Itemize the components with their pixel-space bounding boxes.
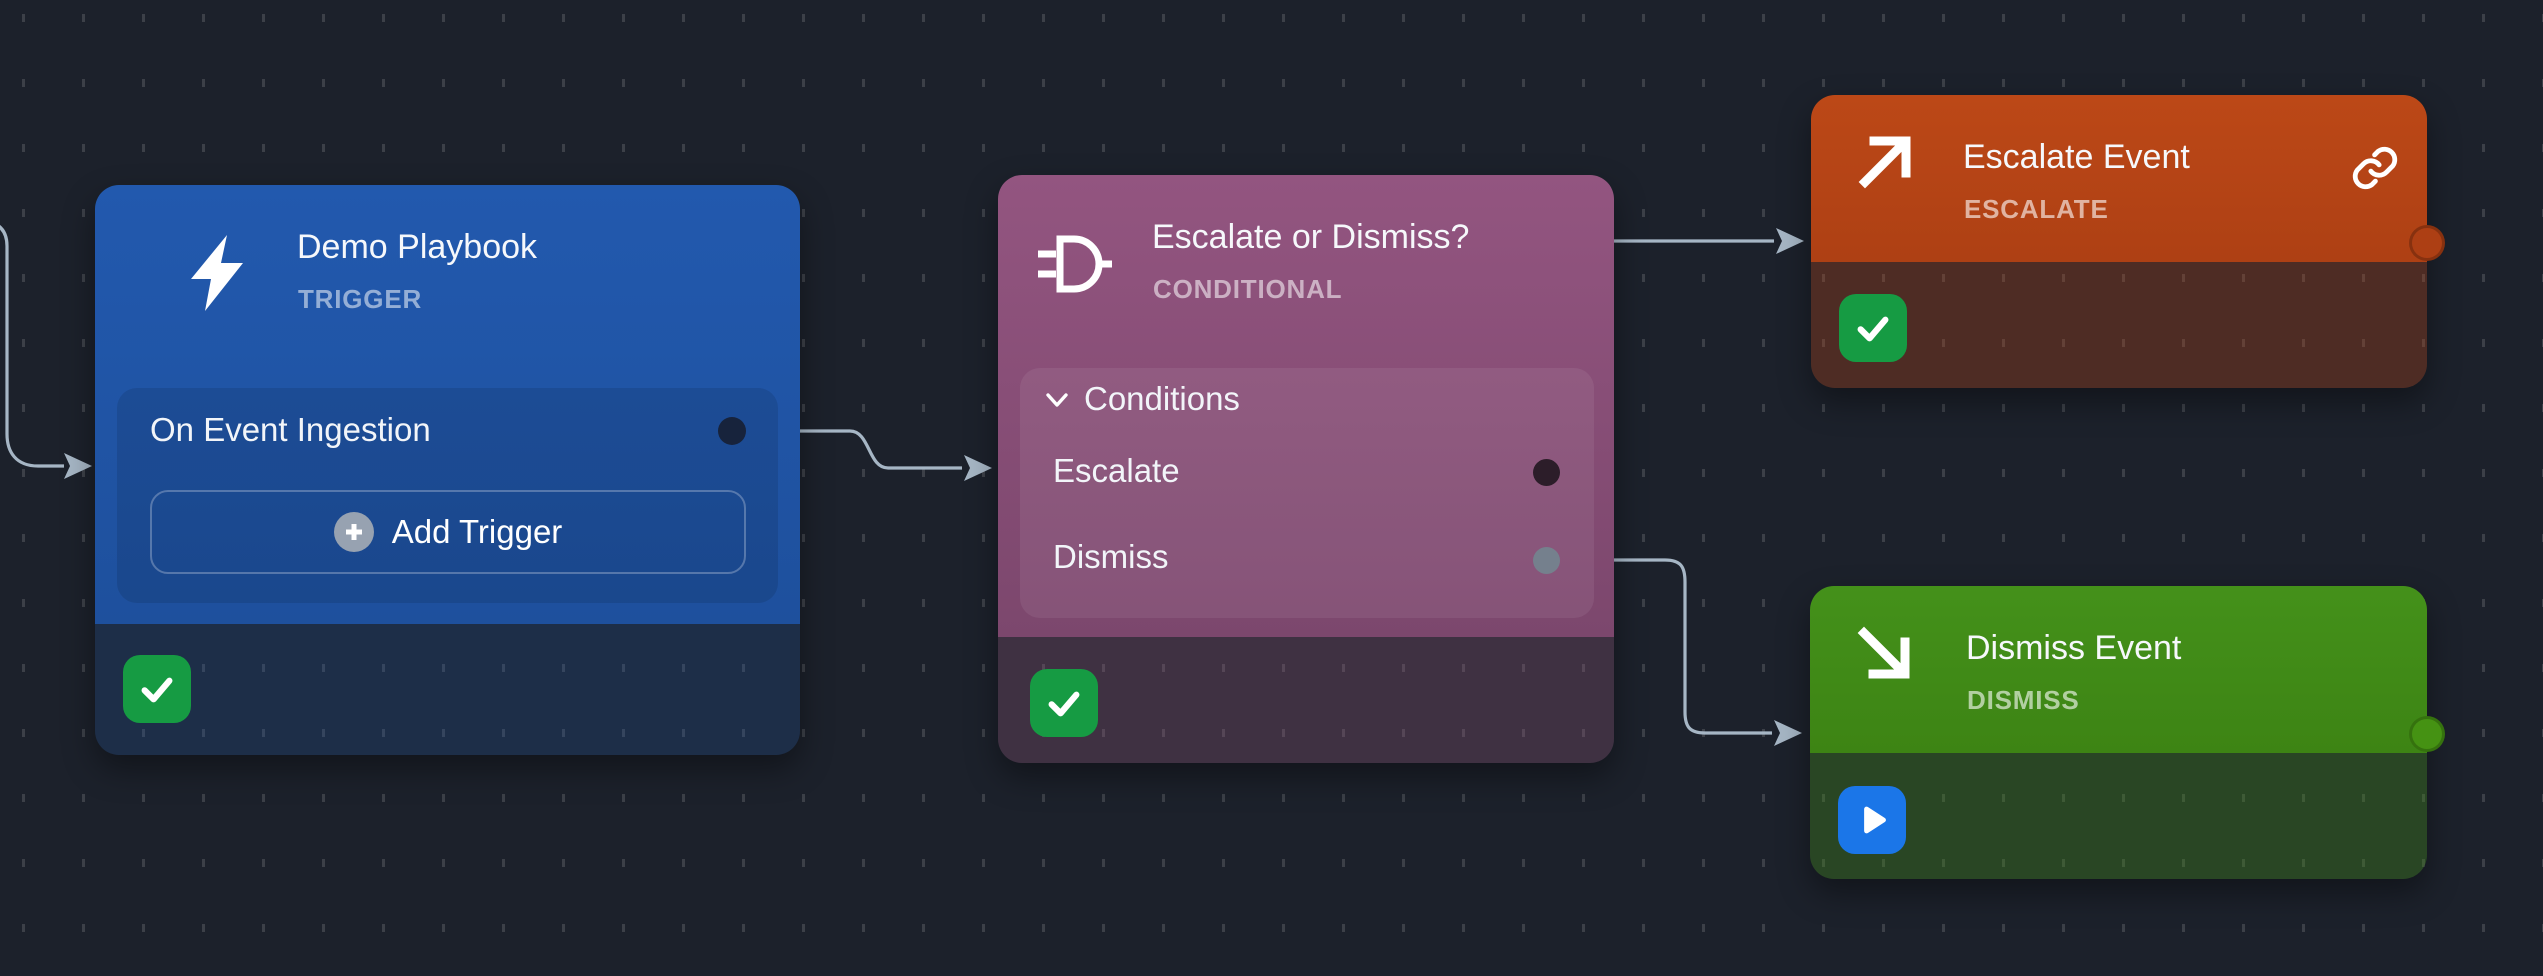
escalate-node-footer: [1811, 262, 2427, 388]
conditional-node-footer: [998, 637, 1614, 763]
success-check-icon: [1839, 294, 1907, 362]
play-button[interactable]: [1838, 786, 1906, 854]
node-type-label: ESCALATE: [1964, 194, 2109, 224]
branch-row-dismiss[interactable]: Dismiss: [1053, 538, 1169, 575]
arrow-down-right-icon: [1857, 626, 1910, 679]
node-title: Dismiss Event: [1966, 629, 2182, 667]
dismiss-node-header: Dismiss Event DISMISS: [1810, 586, 2427, 753]
node-type-label: TRIGGER: [298, 284, 423, 314]
escalate-node-header: Escalate Event ESCALATE: [1811, 95, 2427, 262]
conditions-panel: Conditions Escalate Dismiss: [1020, 368, 1594, 618]
chevron-down-icon[interactable]: [1044, 390, 1070, 410]
success-check-icon: [1030, 669, 1098, 737]
conditions-section-header[interactable]: Conditions: [1084, 380, 1240, 417]
node-title: Escalate Event: [1963, 138, 2190, 176]
dismiss-node[interactable]: Dismiss Event DISMISS: [1810, 586, 2427, 879]
link-icon[interactable]: [2350, 143, 2400, 193]
trigger-node-footer: [95, 624, 800, 755]
add-trigger-button[interactable]: Add Trigger: [150, 490, 746, 574]
dismiss-node-footer: [1810, 753, 2427, 879]
success-check-icon: [123, 655, 191, 723]
trigger-node[interactable]: Demo Playbook TRIGGER On Event Ingestion…: [95, 185, 800, 755]
escalate-node[interactable]: Escalate Event ESCALATE: [1811, 95, 2427, 388]
logic-gate-icon: [1038, 235, 1112, 293]
trigger-node-header: Demo Playbook TRIGGER On Event Ingestion…: [95, 185, 800, 624]
node-title: Escalate or Dismiss?: [1152, 218, 1470, 256]
trigger-output-port[interactable]: [718, 417, 746, 445]
dismiss-node-output-port[interactable]: [2409, 716, 2445, 752]
escalate-node-output-port[interactable]: [2409, 225, 2445, 261]
node-title: Demo Playbook: [297, 228, 538, 266]
conditional-node-header: Escalate or Dismiss? CONDITIONAL Conditi…: [998, 175, 1614, 637]
escalate-branch-output-port[interactable]: [1533, 459, 1560, 486]
arrow-up-right-icon: [1858, 136, 1911, 189]
dismiss-branch-output-port[interactable]: [1533, 547, 1560, 574]
branch-row-escalate[interactable]: Escalate: [1053, 452, 1180, 489]
add-trigger-label: Add Trigger: [391, 513, 563, 550]
trigger-panel: On Event Ingestion Add Trigger: [117, 388, 778, 603]
node-type-label: DISMISS: [1967, 685, 2080, 715]
node-type-label: CONDITIONAL: [1153, 274, 1343, 304]
plus-icon: [333, 512, 374, 552]
trigger-output-row[interactable]: On Event Ingestion: [150, 411, 431, 448]
lightning-bolt-icon: [191, 235, 243, 311]
conditional-node[interactable]: Escalate or Dismiss? CONDITIONAL Conditi…: [998, 175, 1614, 763]
